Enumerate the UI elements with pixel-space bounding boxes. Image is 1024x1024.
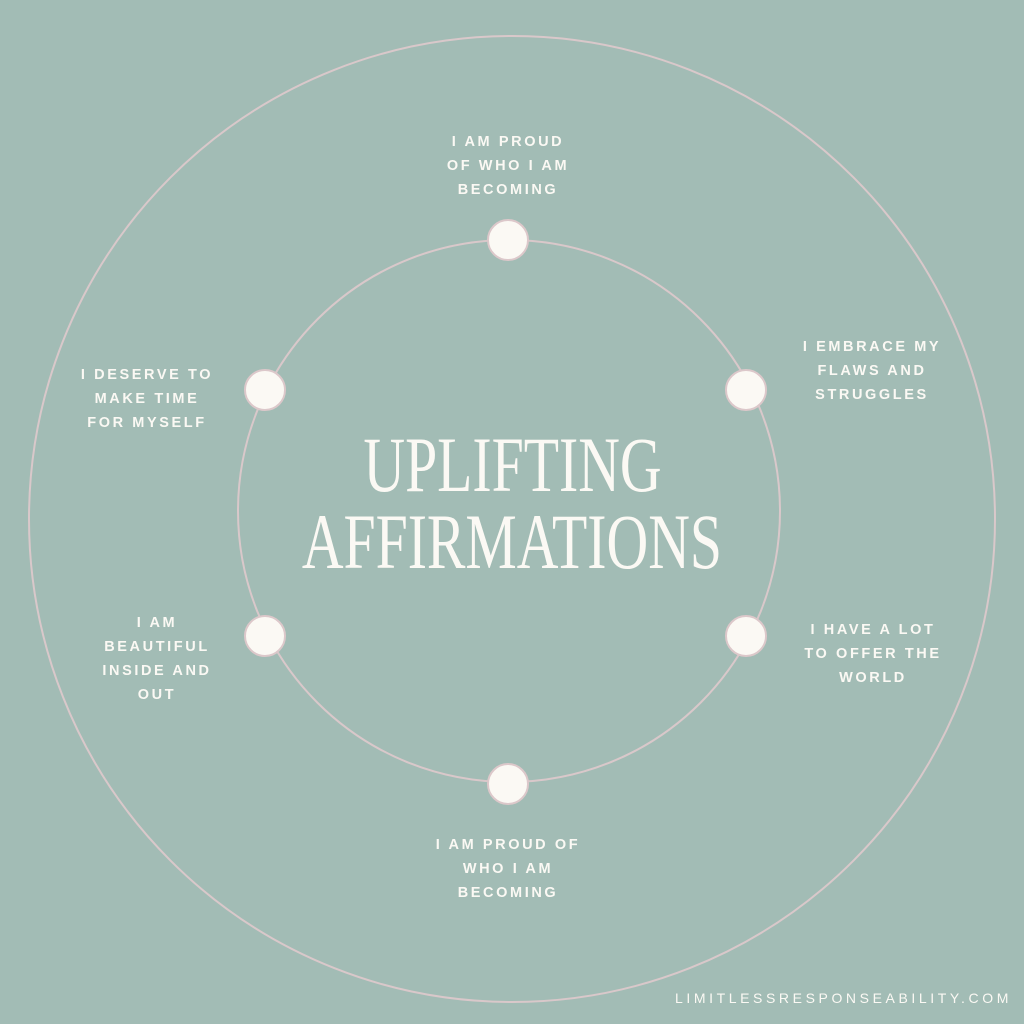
dot-bottom xyxy=(487,763,529,805)
dot-upper-left xyxy=(244,369,286,411)
dot-upper-right xyxy=(725,369,767,411)
title-line-2: AFFIRMATIONS xyxy=(301,498,723,585)
dot-lower-left xyxy=(244,615,286,657)
website-footer: LIMITLESSRESPONSEABILITY.COM xyxy=(674,990,1012,1006)
outer-ring xyxy=(28,35,996,1003)
dot-top xyxy=(487,219,529,261)
dot-lower-right xyxy=(725,615,767,657)
title-line-1: UPLIFTING xyxy=(362,421,662,508)
